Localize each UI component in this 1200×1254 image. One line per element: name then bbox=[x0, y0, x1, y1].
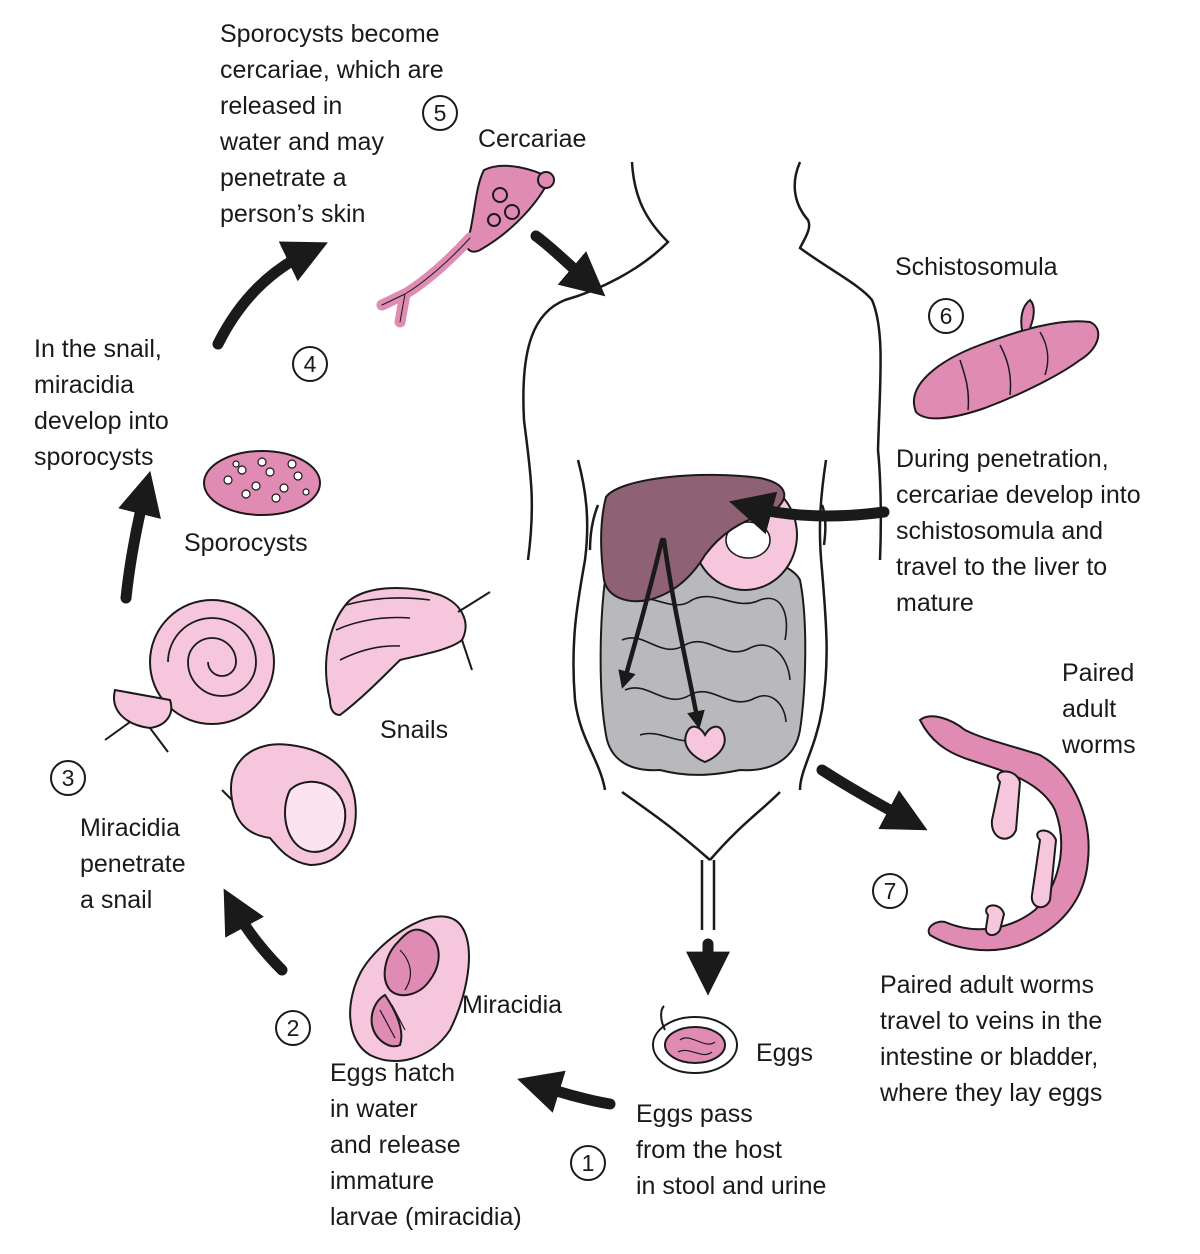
conical-snail bbox=[325, 587, 491, 717]
label-paired-adult-worms: Paired adult worms bbox=[1062, 659, 1136, 759]
paired-adult-worms-drawing bbox=[918, 715, 1090, 952]
step-number-6: 6 bbox=[928, 298, 964, 334]
step-number-5: 5 bbox=[422, 95, 458, 131]
cycle-arrows bbox=[118, 230, 928, 1113]
arrow-to-body bbox=[530, 230, 606, 297]
step-number-7: 7 bbox=[872, 873, 908, 909]
arrow-to-miracidia bbox=[517, 1070, 616, 1113]
snails-drawing bbox=[104, 587, 491, 867]
step-number-2: 2 bbox=[275, 1010, 311, 1046]
arrow-to-snails bbox=[223, 888, 288, 976]
label-sporocysts: Sporocysts bbox=[184, 529, 308, 557]
arrow-liver-to-bladder bbox=[661, 537, 705, 730]
step-number-1: 1 bbox=[570, 1145, 606, 1181]
label-cercariae: Cercariae bbox=[478, 125, 587, 153]
step-number-4: 4 bbox=[292, 346, 328, 382]
arrow-to-cercariae bbox=[212, 241, 328, 350]
step-6-description: During penetration, cercariae develop in… bbox=[896, 445, 1141, 617]
label-miracidia: Miracidia bbox=[462, 991, 563, 1019]
step-1-description: Eggs pass from the host in stool and uri… bbox=[636, 1100, 827, 1200]
arrow-to-worms bbox=[816, 764, 928, 831]
arrow-liver-to-intestine bbox=[618, 537, 665, 689]
schistosomulum-drawing bbox=[913, 298, 1100, 420]
arrow-to-liver bbox=[729, 491, 890, 535]
step-2-description: Eggs hatch in water and release immature… bbox=[330, 1059, 522, 1231]
step-7-description: Paired adult worms travel to veins in th… bbox=[880, 971, 1103, 1107]
step-3-description: Miracidia penetrate a snail bbox=[80, 814, 186, 914]
label-eggs: Eggs bbox=[756, 1039, 813, 1067]
arrow-to-sporocysts bbox=[118, 470, 161, 604]
miracidium-drawing bbox=[349, 915, 470, 1062]
internal-arrows bbox=[618, 537, 705, 730]
planorbid-snail bbox=[104, 599, 275, 753]
step-5-description: Sporocysts become cercariae, which are r… bbox=[220, 20, 444, 228]
globular-snail bbox=[221, 743, 357, 867]
intestines bbox=[599, 553, 807, 776]
label-snails: Snails bbox=[380, 716, 449, 744]
step-number-3: 3 bbox=[50, 760, 86, 796]
sporocyst-drawing bbox=[203, 450, 321, 516]
egg-drawing bbox=[652, 1005, 738, 1074]
step-4-description: In the snail, miracidia develop into spo… bbox=[34, 335, 169, 471]
label-schistosomula: Schistosomula bbox=[895, 253, 1058, 281]
cercaria-drawing bbox=[376, 164, 555, 328]
